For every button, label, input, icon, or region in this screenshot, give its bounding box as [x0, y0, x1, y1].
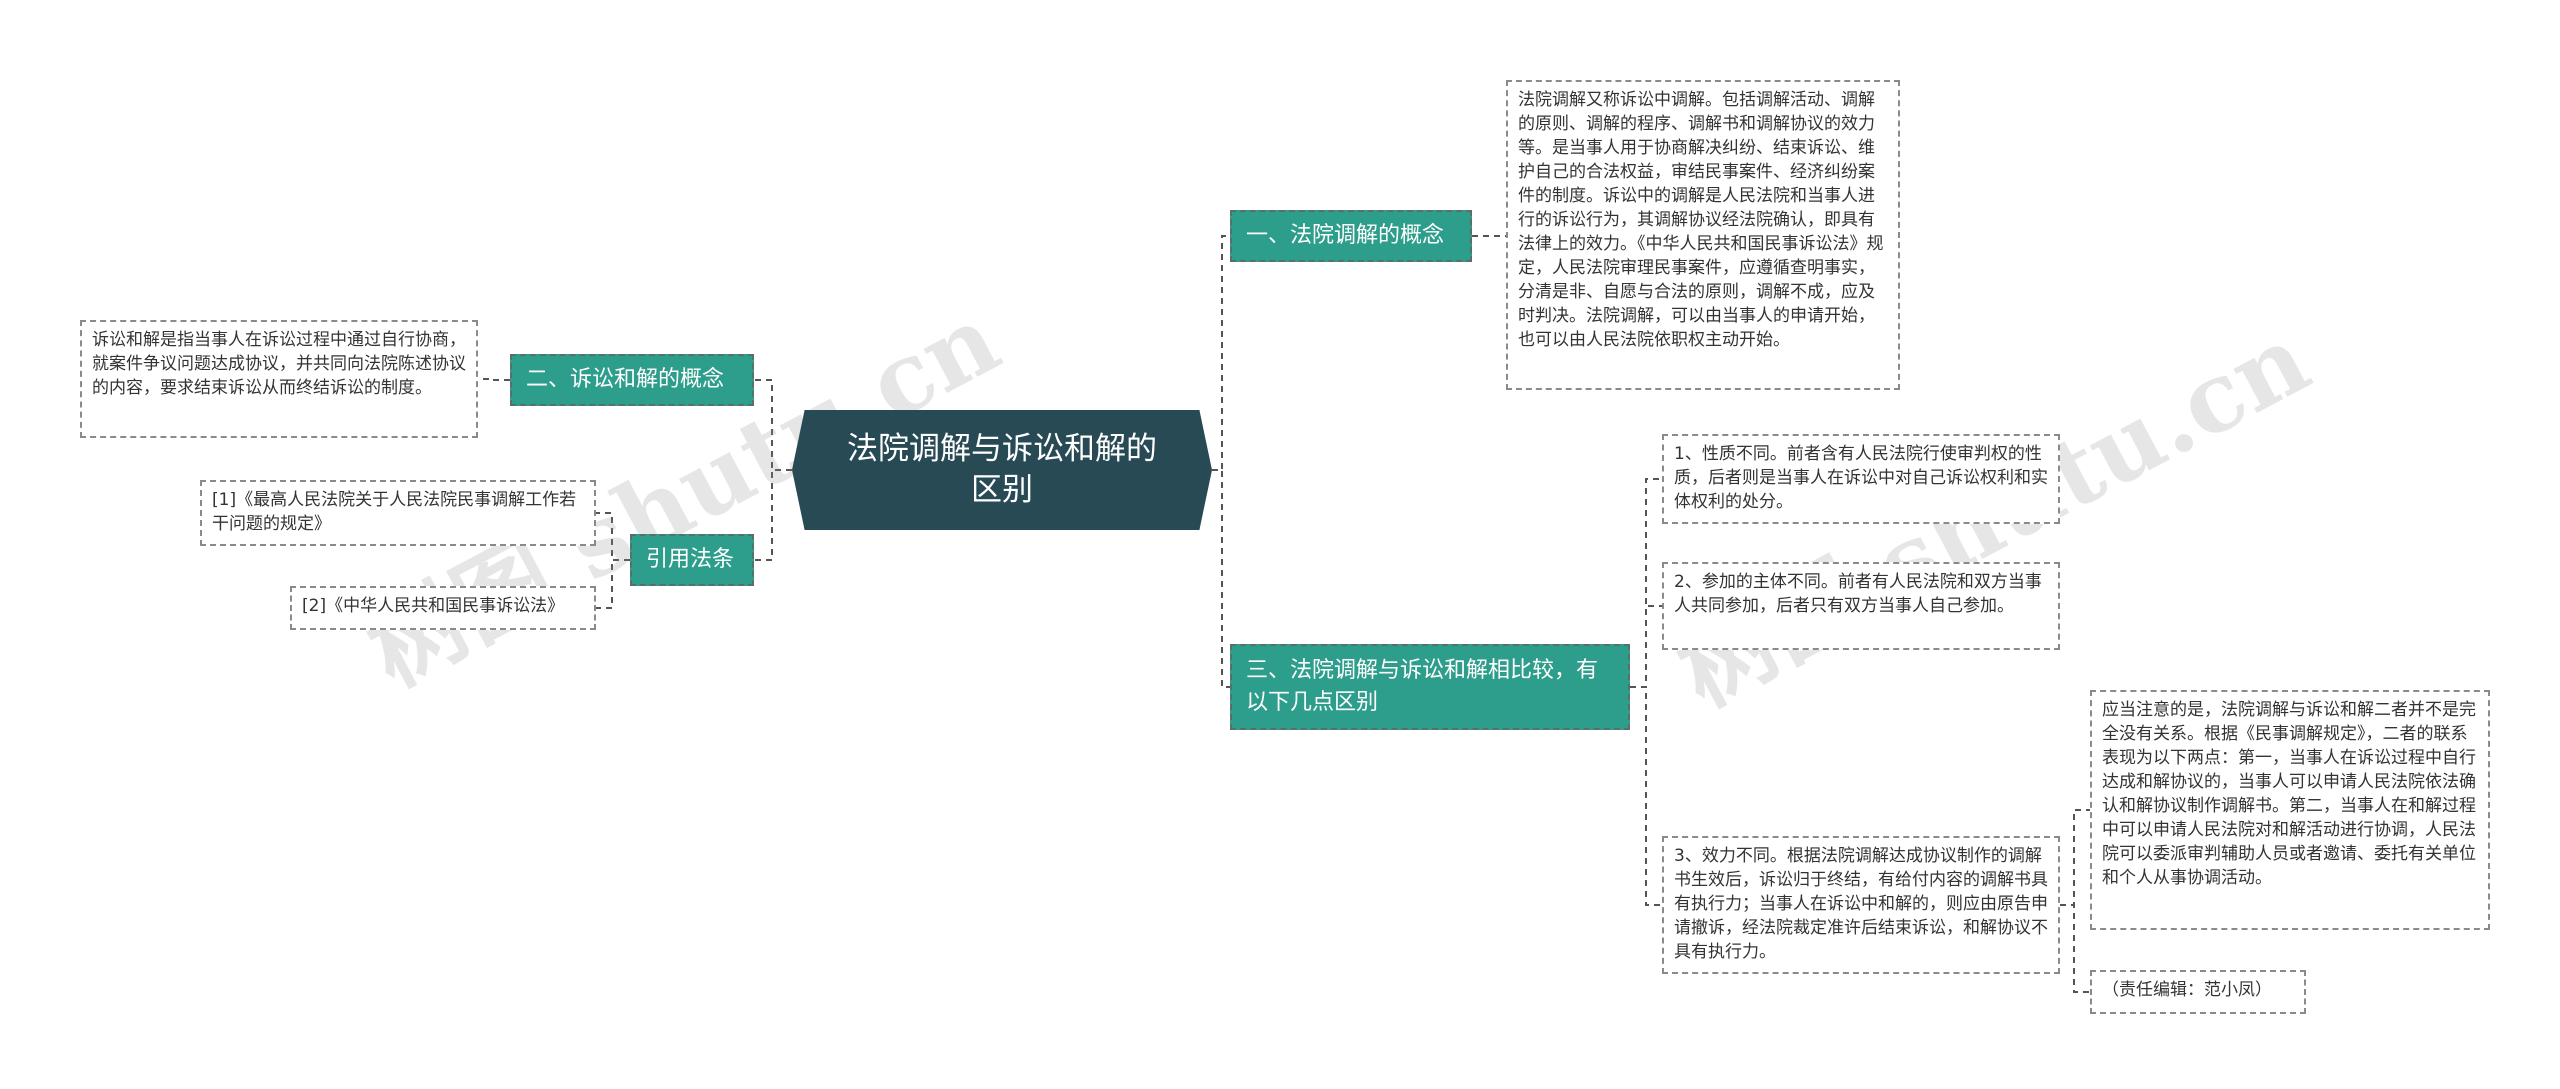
leaf-difference-1[interactable]: 1、性质不同。前者含有人民法院行使审判权的性质，后者则是当事人在诉讼中对自己诉讼…: [1662, 434, 2060, 524]
leaf-difference-3[interactable]: 3、效力不同。根据法院调解达成协议制作的调解书生效后，诉讼归于终结，有给付内容的…: [1662, 836, 2060, 974]
branch-mediation-concept-label: 一、法院调解的概念: [1246, 223, 1445, 248]
leaf-difference-2[interactable]: 2、参加的主体不同。前者有人民法院和双方当事人共同参加，后者只有双方当事人自己参…: [1662, 562, 2060, 650]
leaf-citation-1-text: [1]《最高人民法院关于人民法院民事调解工作若干问题的规定》: [212, 490, 577, 534]
connector-difference-3: [1630, 686, 1662, 906]
branch-citations[interactable]: 引用法条: [630, 534, 754, 586]
connector-citation-2: [596, 559, 630, 609]
leaf-difference-1-text: 1、性质不同。前者含有人民法院行使审判权的性质，后者则是当事人在诉讼中对自己诉讼…: [1674, 444, 2048, 512]
leaf-relationship-note[interactable]: 应当注意的是，法院调解与诉讼和解二者并不是完全没有关系。根据《民事调解规定》，二…: [2090, 690, 2490, 930]
connector-settlement-leaf: [478, 378, 510, 381]
connector-citation-1: [596, 512, 630, 561]
branch-mediation-concept[interactable]: 一、法院调解的概念: [1230, 210, 1472, 262]
leaf-difference-2-text: 2、参加的主体不同。前者有人民法院和双方当事人共同参加，后者只有双方当事人自己参…: [1674, 572, 2042, 616]
connector-root-comparison: [1212, 469, 1230, 688]
leaf-settlement-definition[interactable]: 诉讼和解是指当事人在诉讼过程中通过自行协商，就案件争议问题达成协议，并共同向法院…: [80, 320, 478, 438]
leaf-mediation-definition-text: 法院调解又称诉讼中调解。包括调解活动、调解的原则、调解的程序、调解书和调解协议的…: [1518, 90, 1884, 350]
connector-note: [2060, 809, 2090, 906]
root-topic-title: 法院调解与诉讼和解的区别: [847, 431, 1157, 508]
branch-citations-label: 引用法条: [646, 547, 735, 572]
leaf-settlement-definition-text: 诉讼和解是指当事人在诉讼过程中通过自行协商，就案件争议问题达成协议，并共同向法院…: [92, 330, 466, 398]
leaf-mediation-definition[interactable]: 法院调解又称诉讼中调解。包括调解活动、调解的原则、调解的程序、调解书和调解协议的…: [1506, 80, 1900, 390]
connector-root-mediation: [1212, 235, 1230, 471]
branch-comparison-label: 三、法院调解与诉讼和解相比较，有以下几点区别: [1246, 658, 1599, 715]
connector-editor: [2060, 904, 2090, 993]
branch-settlement-concept-label: 二、诉讼和解的概念: [526, 367, 725, 392]
connector-root-citations: [754, 469, 792, 561]
root-topic[interactable]: 法院调解与诉讼和解的区别: [792, 410, 1212, 530]
leaf-difference-3-text: 3、效力不同。根据法院调解达成协议制作的调解书生效后，诉讼归于终结，有给付内容的…: [1674, 846, 2048, 962]
leaf-citation-2-text: [2]《中华人民共和国民事诉讼法》: [302, 596, 565, 616]
leaf-citation-1[interactable]: [1]《最高人民法院关于人民法院民事调解工作若干问题的规定》: [200, 480, 596, 546]
leaf-relationship-note-text: 应当注意的是，法院调解与诉讼和解二者并不是完全没有关系。根据《民事调解规定》，二…: [2102, 700, 2476, 888]
leaf-citation-2[interactable]: [2]《中华人民共和国民事诉讼法》: [290, 586, 596, 630]
connector-root-settlement: [754, 379, 792, 471]
branch-comparison[interactable]: 三、法院调解与诉讼和解相比较，有以下几点区别: [1230, 644, 1630, 730]
connector-difference-2: [1630, 605, 1662, 688]
branch-settlement-concept[interactable]: 二、诉讼和解的概念: [510, 354, 754, 406]
leaf-editor-credit[interactable]: （责任编辑：范小凤）: [2090, 970, 2306, 1014]
connector-difference-1: [1630, 478, 1662, 688]
leaf-editor-credit-text: （责任编辑：范小凤）: [2102, 980, 2272, 1000]
